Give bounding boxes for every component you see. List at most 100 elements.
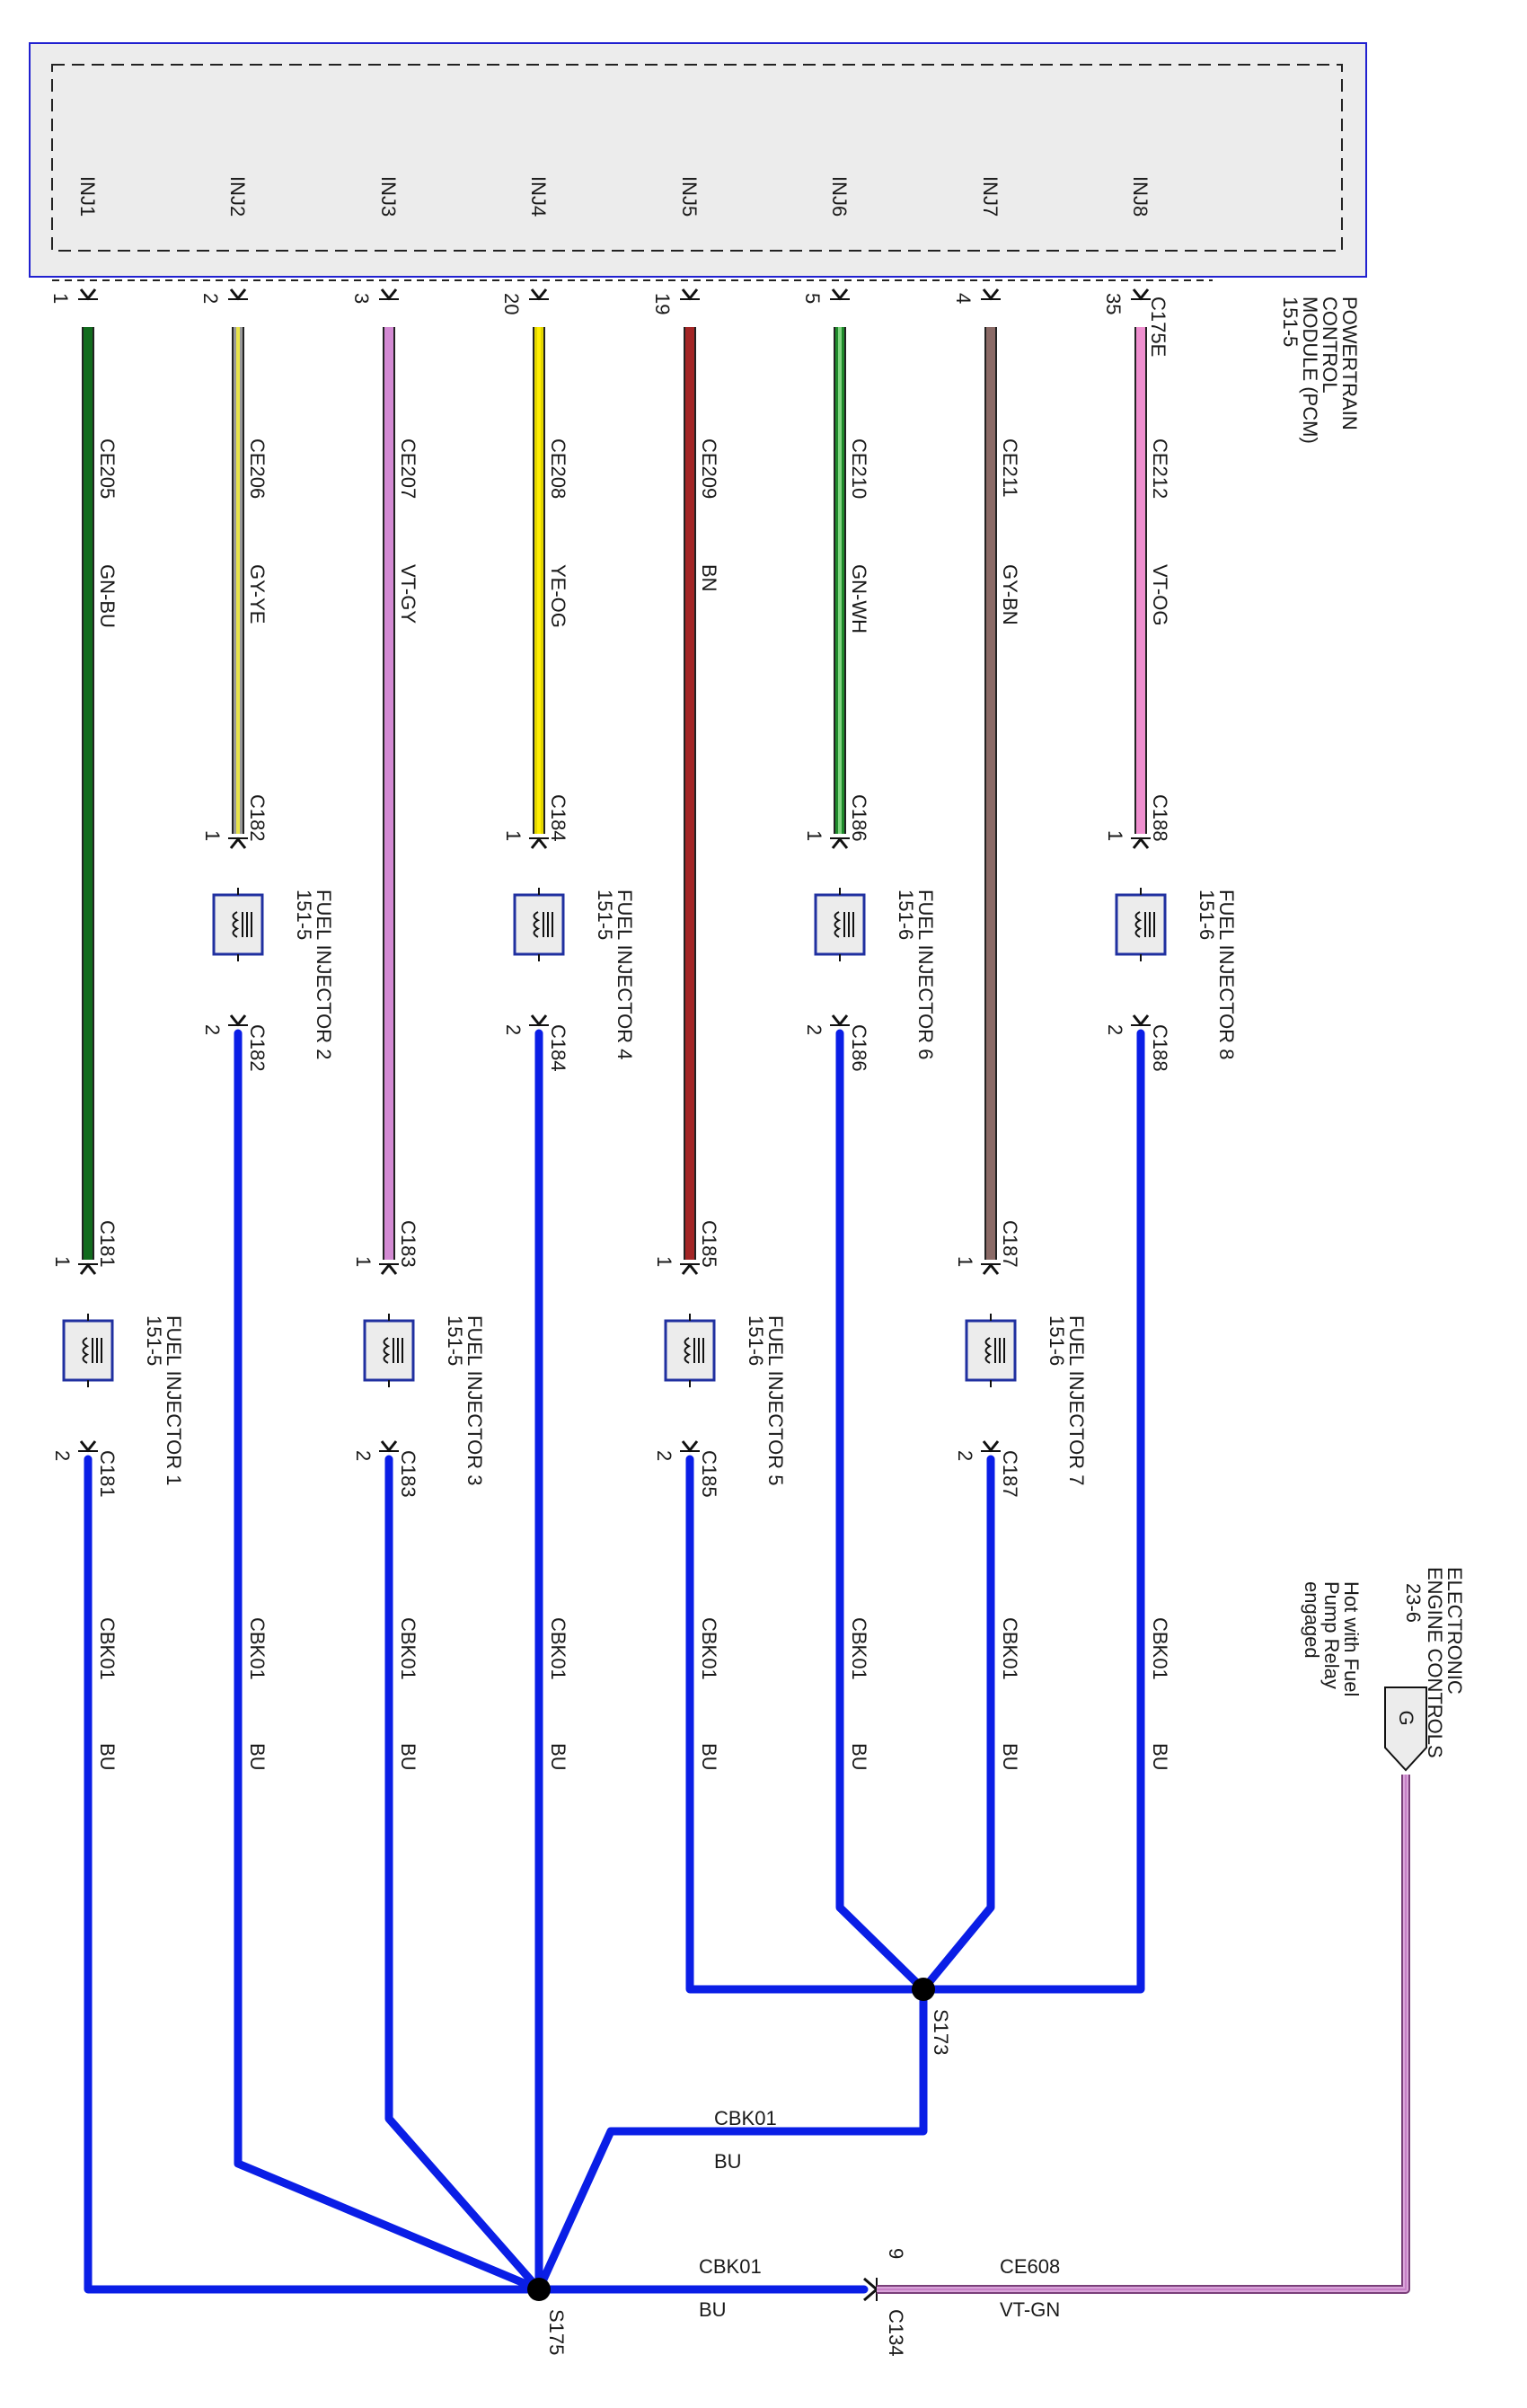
connector-in-label-1: C181 [96,1220,119,1268]
pcm-connector-label: C175E [1147,297,1170,357]
pcm-pin-number-2: 2 [199,293,222,304]
ce608-color: VT-GN [1000,2298,1060,2321]
circuit-id-6: CE210 [848,438,870,499]
ground-wire-8 [919,1029,1145,1994]
connector-out-label-7: C187 [999,1450,1021,1498]
circuit-id-5: CE209 [698,438,720,499]
connector-out-label-2: C182 [246,1024,269,1072]
injector-name-2: FUEL INJECTOR 2 [313,890,335,1059]
ground-circuit-color-3: BU [397,1743,419,1771]
injector-name-8: FUEL INJECTOR 8 [1215,890,1238,1059]
pcm-pin-arrow-5 [680,288,700,301]
ground-circuit-id-4: CBK01 [547,1617,569,1680]
connector-out-arrow-3 [379,1440,399,1453]
ground-circuit-color-4: BU [547,1743,569,1771]
connector-in-label-2: C182 [246,794,269,842]
fuel-injector-1-icon [62,1314,114,1387]
splice-s173-dot [912,1978,935,2001]
pcm-pin-arrow-6 [830,288,850,301]
ground-circuit-color-5: BU [698,1743,720,1771]
connector-out-pin-7: 2 [954,1450,976,1461]
pcm-pin-label-1: INJ1 [76,176,99,217]
pcm-pin-label-3: INJ3 [377,176,400,217]
pcm-name-line-4: 151-5 [1279,297,1302,347]
g-connector-label: G [1395,1710,1417,1725]
circuit-id-2: CE206 [246,438,269,499]
ground-feed-color: BU [699,2298,727,2321]
injector-ref-5: 151-6 [745,1315,767,1366]
connector-in-arrow-6 [830,837,850,849]
connector-in-pin-2: 1 [201,830,224,841]
g-connector: G [1384,1686,1427,1772]
fuel-injector-8-icon [1115,888,1167,961]
splice-s173-label: S173 [930,2009,952,2055]
eec-note-line-3: engaged [1301,1581,1323,1659]
circuit-color-1: GN-BU [96,564,119,628]
connector-in-pin-5: 1 [653,1256,675,1267]
pcm-pin-label-6: INJ6 [828,176,851,217]
injector-ref-7: 151-6 [1046,1315,1068,1366]
pcm-name: POWERTRAIN CONTROL MODULE (PCM) 151-5 [1279,297,1361,444]
circuit-color-2: GY-YE [246,564,269,624]
connector-in-arrow-8 [1131,837,1151,849]
connector-in-arrow-7 [981,1262,1001,1275]
connector-out-pin-4: 2 [502,1024,525,1035]
connector-in-arrow-2 [228,837,248,849]
pcm-pin-number-4: 20 [500,293,523,314]
connector-in-pin-3: 1 [352,1256,375,1267]
splice-s175-label: S175 [545,2309,568,2355]
connector-out-label-1: C181 [96,1450,119,1498]
connector-in-pin-7: 1 [954,1256,976,1267]
injector-name-3: FUEL INJECTOR 3 [463,1315,486,1485]
circuit-id-1: CE205 [96,438,119,499]
connector-in-pin-4: 1 [502,830,525,841]
ground-circuit-id-8: CBK01 [1149,1617,1171,1680]
eec-note-line-1: Hot with Fuel [1340,1581,1363,1696]
connector-out-arrow-1 [78,1440,98,1453]
ground-circuit-id-2: CBK01 [246,1617,269,1680]
connector-out-label-5: C185 [698,1450,720,1498]
circuit-id-4: CE208 [547,438,569,499]
pcm-pin-arrow-8 [1131,288,1151,301]
c134-connector: 9 C134 [863,2248,907,2357]
connector-in-arrow-5 [680,1262,700,1275]
connector-out-label-3: C183 [397,1450,419,1498]
pcm-pin-label-2: INJ2 [226,176,249,217]
pcm-pin-label-4: INJ4 [527,176,550,217]
fuel-injector-2-icon [212,888,264,961]
connector-out-arrow-6 [830,1014,850,1027]
ground-circuit-color-7: BU [999,1743,1021,1771]
injector-name-6: FUEL INJECTOR 6 [914,890,937,1059]
connector-out-arrow-7 [981,1440,1001,1453]
ground-circuit-color-8: BU [1149,1743,1171,1771]
pcm-pin-arrow-7 [981,288,1001,301]
connector-out-pin-3: 2 [352,1450,375,1461]
injector-ref-3: 151-5 [444,1315,466,1366]
eec-note-line-2: Pump Relay [1320,1581,1343,1689]
ground-wire-2 [234,1029,543,2294]
ground-circuit-color-2: BU [246,1743,269,1771]
pcm-pin-number-1: 1 [49,293,72,304]
circuit-id-8: CE212 [1149,438,1171,499]
circuit-color-4: YE-OG [547,564,569,628]
connector-in-label-8: C188 [1149,794,1171,842]
connector-out-label-6: C186 [848,1024,870,1072]
ground-circuit-id-3: CBK01 [397,1617,419,1680]
eec-title: ELECTRONIC ENGINE CONTROLS [1424,1567,1466,1758]
pcm-pin-number-6: 5 [801,293,824,304]
fuel-injector-3-icon [363,1314,415,1387]
circuit-color-3: VT-GY [397,564,419,624]
ground-wire-6 [835,1029,928,1994]
circuit-color-8: VT-OG [1149,564,1171,625]
connector-out-pin-8: 2 [1104,1024,1126,1035]
connector-in-label-6: C186 [848,794,870,842]
ce608-circuit: CE608 [1000,2255,1060,2278]
circuit-color-7: GY-BN [999,564,1021,625]
ground-feed-circuit: CBK01 [699,2255,762,2278]
pcm-pin-arrow-4 [529,288,549,301]
connector-in-arrow-1 [78,1262,98,1275]
circuit-id-7: CE211 [999,438,1021,498]
ground-wire-7 [919,1455,995,1994]
connector-in-pin-1: 1 [51,1256,74,1267]
